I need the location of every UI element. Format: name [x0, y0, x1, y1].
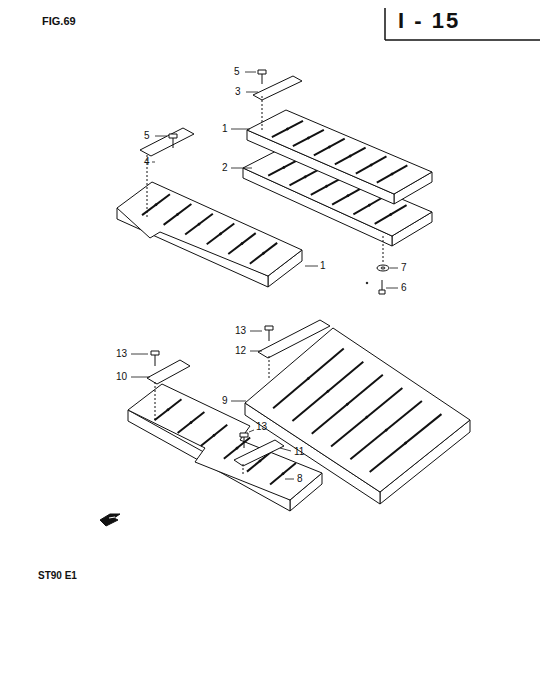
mat-rib	[356, 156, 387, 173]
callout-number: 5	[144, 131, 150, 141]
mat-hole	[326, 185, 328, 187]
mat-hole	[347, 195, 349, 197]
callout-number: 7	[401, 263, 407, 273]
mat-rib	[268, 159, 299, 175]
mat-hole	[327, 390, 329, 392]
mat-hole	[213, 434, 215, 436]
mat-hole	[198, 223, 200, 225]
mat-rib	[207, 223, 235, 244]
callout-number: 4	[144, 157, 150, 167]
mat-rib	[142, 194, 170, 215]
model-code: ST90 E1	[38, 571, 77, 581]
callout-number: 5	[234, 67, 240, 77]
mat-rib	[272, 121, 303, 137]
mat-hole	[304, 176, 306, 178]
mat-hole	[346, 403, 348, 405]
callout-number: 10	[116, 372, 127, 382]
floor-mat	[117, 182, 302, 276]
mat-hole	[385, 429, 387, 431]
figure-heading: I - 15	[398, 10, 460, 32]
mat-rib	[331, 388, 402, 447]
mat-hole	[366, 416, 368, 418]
mat-rib	[370, 414, 442, 472]
callout-number: 3	[235, 87, 241, 97]
mat-rib	[332, 187, 364, 205]
floor-mat	[247, 110, 432, 194]
callout-number: 1	[320, 261, 326, 271]
mat-rib	[228, 233, 255, 254]
mat-hole	[328, 146, 330, 148]
mat-rib	[311, 178, 343, 195]
mat-rib	[270, 463, 296, 484]
callout-number: 12	[235, 346, 246, 356]
floor-mat	[128, 384, 322, 500]
mat-hole	[167, 409, 169, 411]
callout-number: 13	[235, 326, 246, 336]
callout-number: 8	[297, 474, 303, 484]
mat-rib	[185, 214, 213, 235]
figure-heading: FIG.69	[42, 16, 76, 27]
mat-hole	[177, 213, 179, 215]
callout-number: 13	[116, 349, 127, 359]
mat-rib	[273, 349, 344, 409]
mat-hole	[370, 164, 372, 166]
mat-hole	[283, 166, 285, 168]
mat-hole	[155, 204, 157, 206]
mat-hole	[220, 233, 222, 235]
mat-hole	[405, 442, 407, 444]
mat-hole	[349, 155, 351, 157]
mat-rib	[292, 362, 363, 421]
mat-hole	[390, 214, 392, 216]
mat-rib	[293, 130, 324, 146]
mat-rib	[155, 399, 182, 420]
mat-rib	[377, 165, 408, 182]
callout-number: 13	[256, 422, 267, 432]
mat-hole	[236, 447, 238, 449]
mat-hole	[286, 128, 288, 130]
mat-hole	[368, 204, 370, 206]
mat-rib	[350, 401, 422, 459]
mat-hole	[307, 377, 309, 379]
callout-number: 6	[401, 283, 407, 293]
mat-rib	[201, 425, 228, 446]
mat-rib	[353, 196, 385, 214]
mat-hole	[282, 473, 284, 475]
mat-rib	[178, 412, 205, 433]
callout-number: 9	[222, 396, 228, 406]
callout-number: 2	[222, 163, 228, 173]
mat-rib	[290, 168, 321, 185]
mat-rib	[375, 205, 407, 224]
mat-hole	[263, 252, 265, 254]
mat-rib	[164, 204, 192, 225]
mat-rib	[314, 139, 345, 156]
callout-number: 11	[294, 447, 304, 457]
mat-hole	[259, 460, 261, 462]
mat-hole	[391, 173, 393, 175]
mat-rib	[312, 375, 383, 434]
callout-number: 1	[222, 124, 228, 134]
mat-hole	[307, 137, 309, 139]
mat-rib	[335, 148, 366, 165]
mat-hole	[241, 243, 243, 245]
mat-hole	[190, 422, 192, 424]
mat-rib	[250, 243, 277, 264]
